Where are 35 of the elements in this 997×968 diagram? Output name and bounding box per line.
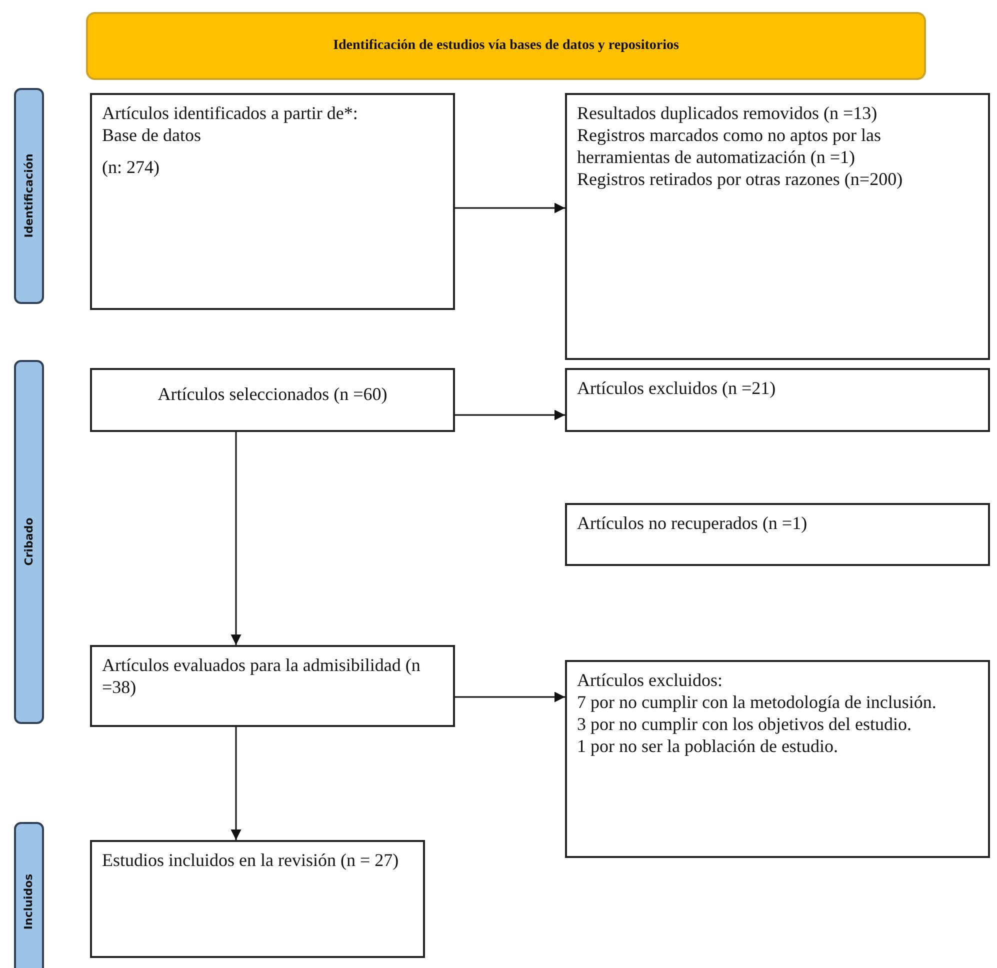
box-text: 7 por no cumplir con la metodología de inclusión. bbox=[577, 692, 938, 714]
box-text: Artículos excluidos: bbox=[577, 670, 724, 692]
arrow bbox=[230, 727, 242, 840]
process-box bbox=[90, 840, 425, 958]
stage-label bbox=[14, 88, 44, 304]
process-box bbox=[565, 503, 990, 566]
box-text: Artículos excluidos (n =21) bbox=[577, 378, 777, 400]
arrow bbox=[230, 432, 242, 645]
stage-label bbox=[14, 822, 44, 968]
box-text: Base de datos bbox=[102, 124, 202, 147]
process-box bbox=[90, 368, 455, 432]
box-text: Artículos seleccionados (n =60) bbox=[156, 384, 388, 406]
arrow bbox=[455, 692, 565, 702]
process-box bbox=[565, 93, 990, 360]
box-text: Estudios incluidos en la revisión (n = 27) bbox=[102, 850, 400, 872]
process-box bbox=[565, 368, 990, 432]
arrow bbox=[455, 410, 565, 420]
box-text: Artículos no recuperados (n =1) bbox=[577, 513, 808, 535]
process-box bbox=[565, 660, 990, 858]
arrow bbox=[455, 202, 565, 214]
box-text: Resultados duplicados removidos (n =13) bbox=[577, 103, 878, 125]
process-box bbox=[90, 645, 455, 727]
box-text: 1 por no ser la población de estudio. bbox=[577, 736, 839, 758]
section-header-banner: Identificación de estudios vía bases de datos y repositorios bbox=[86, 12, 926, 80]
box-text: Registros marcados como no aptos por las herramientas de automatización (n =1) bbox=[577, 124, 882, 169]
box-text: Registros retirados por otras razones (n=200) bbox=[577, 168, 904, 191]
stage-label bbox=[14, 360, 44, 724]
box-text: Artículos identificados a partir de*: bbox=[102, 103, 359, 125]
stage-label-text: Identificación bbox=[22, 154, 36, 238]
process-box bbox=[90, 93, 455, 310]
box-text: 3 por no cumplir con los objetivos del estudio. bbox=[577, 714, 912, 736]
box-text: Artículos evaluados para la admisibilidad (n =38) bbox=[102, 655, 422, 699]
box-text: (n: 274) bbox=[102, 156, 160, 179]
stage-label-text: Cribado bbox=[22, 518, 36, 566]
stage-label-text: Incluidos bbox=[22, 874, 36, 930]
